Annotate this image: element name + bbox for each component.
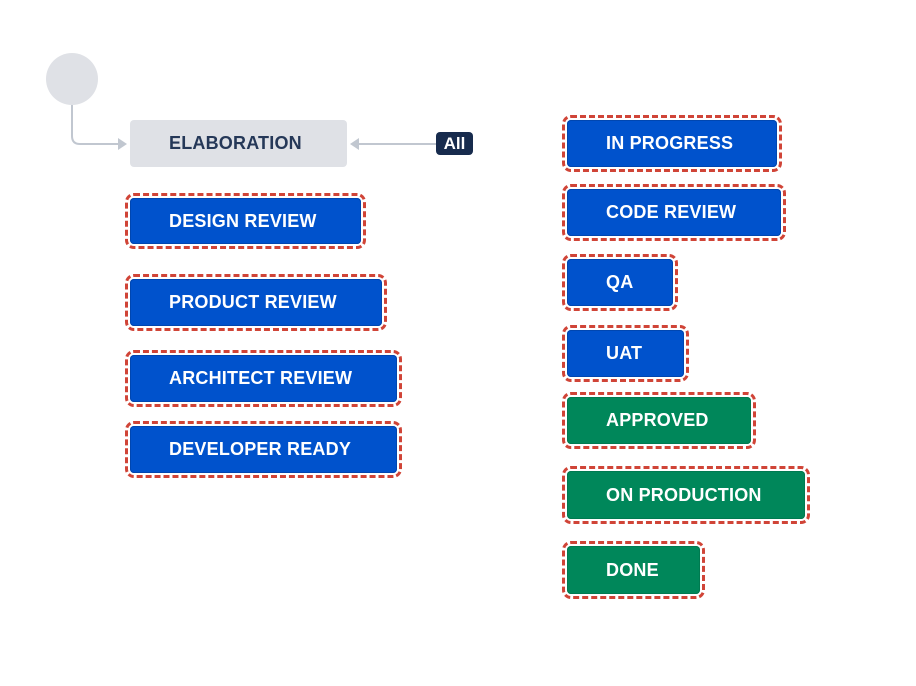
start-node[interactable]: [46, 53, 98, 105]
badge-label: All: [443, 133, 466, 153]
status-done[interactable]: DONE: [562, 541, 705, 599]
status-label: DONE: [606, 559, 659, 580]
status-label: ELABORATION: [169, 133, 302, 153]
status-label: DEVELOPER READY: [169, 439, 352, 459]
status-in-progress[interactable]: IN PROGRESS: [562, 115, 782, 172]
status-label: ON PRODUCTION: [606, 484, 762, 505]
status-architect-review[interactable]: ARCHITECT REVIEW: [125, 350, 402, 407]
status-design-review[interactable]: DESIGN REVIEW: [125, 193, 366, 249]
initial-transition-arrow: [71, 105, 120, 145]
status-label: IN PROGRESS: [606, 133, 734, 153]
status-on-production[interactable]: ON PRODUCTION: [562, 466, 810, 524]
initial-transition-arrowhead: [118, 138, 127, 150]
status-label: ARCHITECT REVIEW: [169, 368, 353, 388]
all-transition-badge[interactable]: All: [436, 132, 473, 155]
status-label: CODE REVIEW: [606, 202, 737, 222]
status-label: QA: [606, 272, 634, 292]
status-uat[interactable]: UAT: [562, 325, 689, 382]
status-product-review[interactable]: PRODUCT REVIEW: [125, 274, 387, 331]
status-label: PRODUCT REVIEW: [169, 292, 337, 312]
global-transition-arrowhead: [350, 138, 359, 150]
status-qa[interactable]: QA: [562, 254, 678, 311]
status-elaboration[interactable]: ELABORATION: [130, 120, 347, 167]
status-code-review[interactable]: CODE REVIEW: [562, 184, 786, 241]
status-developer-ready[interactable]: DEVELOPER READY: [125, 421, 402, 478]
status-approved[interactable]: APPROVED: [562, 392, 756, 449]
status-label: DESIGN REVIEW: [169, 210, 317, 231]
status-label: APPROVED: [606, 410, 709, 430]
status-label: UAT: [606, 343, 643, 363]
